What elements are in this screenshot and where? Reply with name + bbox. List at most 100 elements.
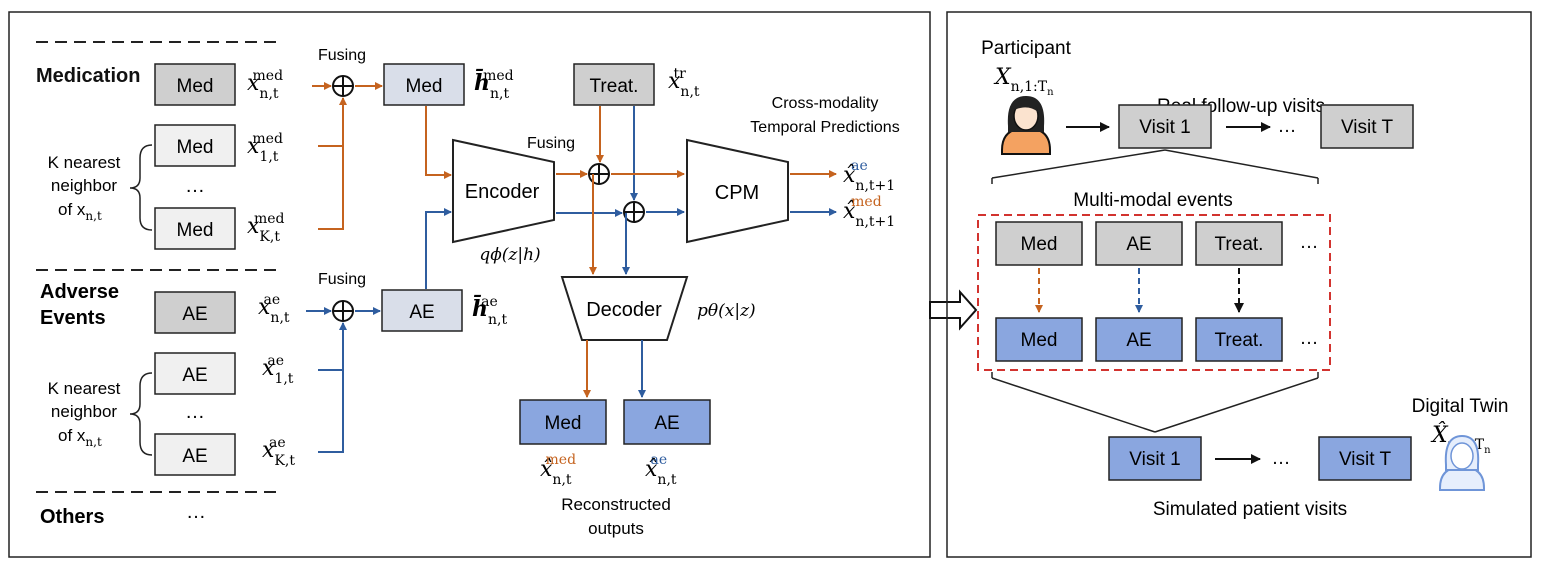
right-panel-frame xyxy=(946,11,1532,558)
decoder-label: Decoder xyxy=(586,299,662,321)
sim-event-med-label: Med xyxy=(1021,330,1058,351)
med-input-box xyxy=(154,63,236,106)
recon-caption-1: Reconstructed xyxy=(561,495,671,514)
decoder-block xyxy=(560,276,689,341)
digital-twin-label: Digital Twin xyxy=(1412,396,1509,417)
participant-avatar-icon xyxy=(1001,96,1051,155)
med-knn-text-3: of xn,t xyxy=(58,200,102,223)
med-fused-var: h̄n,tmed xyxy=(474,68,514,102)
med-fused-box xyxy=(383,63,465,106)
real-event-ae-label: AE xyxy=(1126,234,1151,255)
med-knn-brace xyxy=(129,144,153,231)
sim-event-ae-label: AE xyxy=(1126,330,1151,351)
sim-event-treat xyxy=(1195,317,1283,362)
sim-visit-ellipsis: … xyxy=(1272,448,1291,469)
ae-neighbor-var-1: x1,tae xyxy=(262,353,294,387)
real-visit-1 xyxy=(1118,104,1212,149)
pred-ae-var: x̂n,t+1ae xyxy=(843,158,895,194)
funnel-top-left xyxy=(991,149,1166,179)
med-input-var: xn,tmed xyxy=(247,68,283,102)
med-neighbor-box-k xyxy=(154,207,236,250)
sim-event-med xyxy=(995,317,1083,362)
ae-neighbor-var-k: xK,tae xyxy=(262,435,295,469)
cpm-title-1: Cross-modality xyxy=(772,95,879,112)
ae-fused-to-encoder xyxy=(425,208,452,289)
ae-input-box xyxy=(154,291,236,334)
medication-label: Medication xyxy=(36,65,140,87)
recon-caption-2: outputs xyxy=(588,519,644,538)
ae-fusing-label: Fusing xyxy=(318,271,366,288)
med-neighbor-box-k-label: Med xyxy=(177,220,214,241)
funnel-bottom-right xyxy=(1154,377,1319,433)
cpm-title-2: Temporal Predictions xyxy=(750,119,899,136)
sim-visit-t-label: Visit T xyxy=(1339,449,1391,470)
recon-med-box-label: Med xyxy=(545,413,582,434)
treat-input-box-label: Treat. xyxy=(590,76,639,97)
real-event-ae xyxy=(1095,221,1183,266)
sim-event-treat-label: Treat. xyxy=(1215,330,1264,351)
real-visit-ellipsis: … xyxy=(1278,116,1297,137)
participant-var: Xn,1:Tn xyxy=(993,65,1054,98)
events-dashed-frame xyxy=(977,214,1331,371)
sim-visit-1 xyxy=(1108,436,1202,481)
ae-neighbor-box-k xyxy=(154,433,236,476)
med-fused-box-label: Med xyxy=(406,76,443,97)
ae-knn-text-2: neighbor xyxy=(51,402,118,421)
digital-twin-avatar-icon xyxy=(1439,434,1485,491)
ae-knn-text-1: K nearest xyxy=(48,379,121,398)
events-title: Multi-modal events xyxy=(1073,190,1232,211)
real-visit-t xyxy=(1320,104,1414,149)
sim-visits-title: Simulated patient visits xyxy=(1153,499,1347,520)
med-neighbor-box-1 xyxy=(154,124,236,167)
sim-visit-1-label: Visit 1 xyxy=(1129,449,1180,470)
real-event-treat xyxy=(1195,221,1283,266)
recon-med-var: x̂n,tmed xyxy=(540,452,576,488)
funnel-top-right xyxy=(1164,149,1319,179)
ae-neighbor-ellipsis: … xyxy=(185,401,205,423)
sim-event-ae xyxy=(1095,317,1183,362)
treat-input-box xyxy=(573,63,655,106)
encoder-formula: qϕ(z|h) xyxy=(479,245,540,265)
recon-ae-box xyxy=(623,399,711,445)
med-knn-text-2: neighbor xyxy=(51,176,118,195)
real-visit-1-label: Visit 1 xyxy=(1139,117,1190,138)
others-ellipsis: … xyxy=(186,501,206,523)
ae-input-box-label: AE xyxy=(182,304,207,325)
med-neighbor-var-k: xK,tmed xyxy=(247,211,285,245)
ae-fused-var: h̄n,tae xyxy=(472,294,507,328)
sim-event-ellipsis: … xyxy=(1300,328,1319,349)
recon-ae-box-label: AE xyxy=(654,413,679,434)
center-fusing-label: Fusing xyxy=(527,135,575,152)
funnel-bottom-left xyxy=(991,377,1156,433)
pred-med-var: x̂n,t+1med xyxy=(843,194,895,230)
real-event-treat-label: Treat. xyxy=(1215,234,1264,255)
encoder-label: Encoder xyxy=(465,181,540,203)
real-event-med xyxy=(995,221,1083,266)
encoder-block xyxy=(452,138,555,244)
med-input-box-label: Med xyxy=(177,76,214,97)
med-neighbor-ellipsis: … xyxy=(185,175,205,197)
cpm-label: CPM xyxy=(715,182,759,204)
ae-neighbor-box-1-label: AE xyxy=(182,365,207,386)
med-fusing-label: Fusing xyxy=(318,47,366,64)
med-neighbor-var-1: x1,tmed xyxy=(247,131,283,165)
med-fused-to-encoder xyxy=(425,106,452,179)
ae-fused-box-label: AE xyxy=(409,302,434,323)
real-event-med-label: Med xyxy=(1021,234,1058,255)
ae-neighbor-box-1 xyxy=(154,352,236,395)
real-event-ellipsis: … xyxy=(1300,232,1319,253)
adverse-label-2: Events xyxy=(40,307,106,329)
recon-ae-var: x̂n,tae xyxy=(645,452,677,488)
recon-med-box xyxy=(519,399,607,445)
left-panel-frame xyxy=(8,11,931,558)
cpm-block xyxy=(686,138,789,244)
participant-label: Participant xyxy=(981,38,1071,59)
sim-visit-t xyxy=(1318,436,1412,481)
ae-fused-box xyxy=(381,289,463,332)
ae-neighbor-box-k-label: AE xyxy=(182,446,207,467)
ae-knn-brace xyxy=(129,372,153,456)
real-visit-t-label: Visit T xyxy=(1341,117,1393,138)
ae-input-var: xn,tae xyxy=(258,292,290,326)
others-label: Others xyxy=(40,506,104,528)
